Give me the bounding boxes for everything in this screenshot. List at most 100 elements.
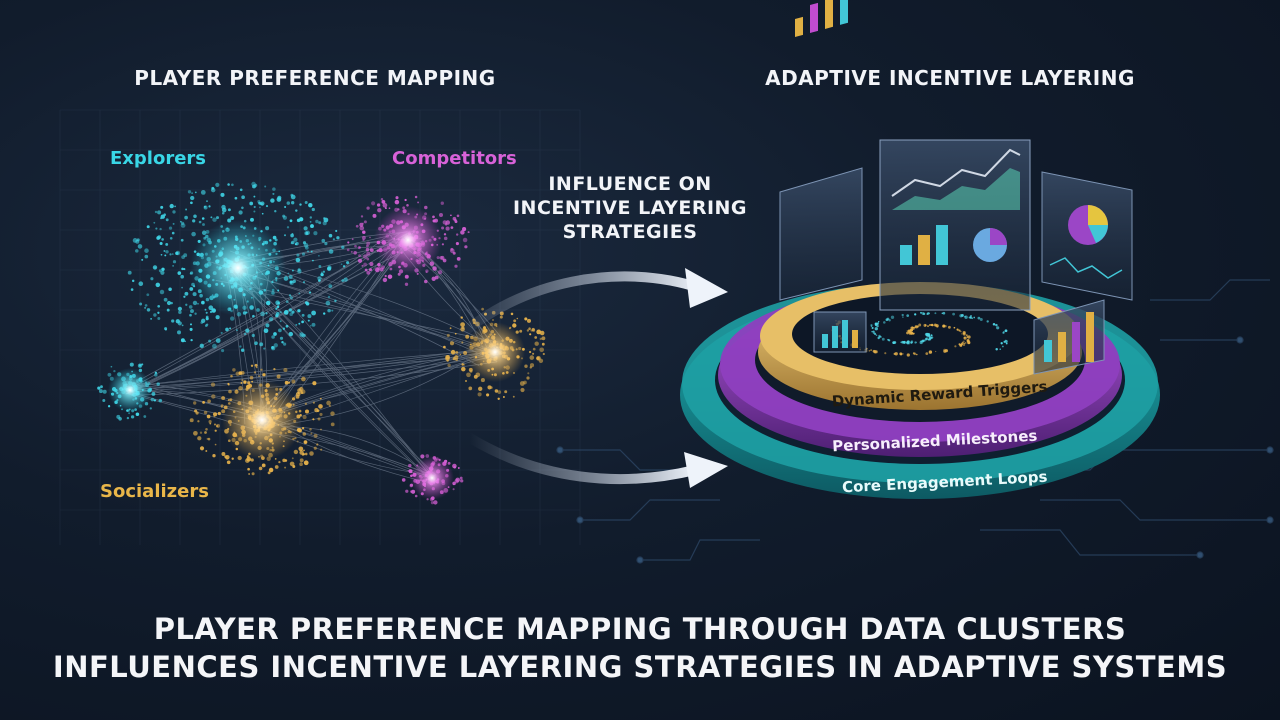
particle-dot	[284, 206, 287, 208]
particle-dot	[529, 333, 532, 336]
particle-dot	[210, 216, 213, 219]
particle-dot	[408, 463, 412, 468]
particle-dot	[377, 263, 381, 267]
particle-dot	[309, 216, 313, 219]
particle-dot	[190, 338, 193, 342]
particle-dot	[404, 282, 409, 286]
particle-dot	[159, 227, 162, 231]
particle-dot	[149, 407, 152, 410]
particle-dot	[199, 446, 205, 451]
particle-dot	[213, 423, 217, 426]
particle-dot	[324, 242, 328, 246]
particle-dot	[180, 221, 185, 226]
particle-dot	[289, 312, 293, 316]
particle-dot	[397, 272, 401, 276]
particle-dot	[320, 271, 323, 274]
particle-dot	[434, 275, 439, 280]
particle-dot	[481, 307, 484, 311]
particle-dot	[190, 195, 195, 201]
particle-dot	[298, 446, 304, 452]
particle-dot	[502, 396, 505, 398]
particle-dot	[319, 397, 322, 400]
particle-dot	[539, 347, 545, 353]
particle-dot	[299, 203, 302, 206]
swirl-dot	[942, 324, 946, 328]
right-panel-heading: ADAPTIVE INCENTIVE LAYERING	[765, 66, 1135, 90]
particle-dot	[303, 243, 309, 248]
particle-dot	[289, 219, 293, 223]
swirl-dot	[899, 352, 903, 356]
particle-dot	[221, 212, 225, 215]
particle-dot	[184, 291, 189, 296]
particle-dot	[362, 238, 365, 242]
particle-dot	[327, 295, 331, 299]
particle-dot	[450, 226, 454, 229]
particle-dot	[350, 250, 353, 253]
particle-dot	[180, 274, 184, 279]
particle-dot	[355, 224, 359, 228]
particle-dot	[185, 303, 188, 306]
particle-dot	[181, 286, 183, 289]
particle-dot	[311, 207, 315, 212]
particle-dot	[153, 399, 157, 402]
swirl-dot	[1000, 342, 1003, 345]
particle-dot	[301, 320, 304, 324]
particle-dot	[164, 328, 167, 331]
particle-dot	[225, 455, 230, 460]
swirl-dot	[877, 321, 879, 324]
particle-dot	[524, 317, 528, 321]
particle-dot	[384, 207, 387, 210]
particle-dot	[527, 372, 530, 375]
particle-dot	[461, 341, 464, 344]
particle-dot	[380, 197, 384, 201]
particle-dot	[357, 246, 361, 250]
particle-dot	[254, 363, 258, 367]
particle-dot	[184, 215, 188, 220]
particle-dot	[113, 369, 116, 373]
particle-dot	[192, 219, 196, 223]
particle-dot	[211, 394, 216, 399]
particle-dot	[265, 205, 269, 208]
particle-dot	[221, 452, 226, 456]
particle-dot	[204, 324, 208, 327]
particle-dot	[438, 270, 443, 275]
particle-dot	[516, 317, 519, 320]
particle-dot	[200, 190, 206, 195]
swirl-dot	[930, 336, 934, 339]
particle-dot	[185, 208, 188, 211]
particle-dot	[202, 223, 205, 226]
swirl-dot	[871, 326, 874, 330]
particle-dot	[278, 328, 282, 333]
particle-dot	[205, 317, 209, 321]
particle-dot	[318, 279, 321, 282]
particle-dot	[289, 280, 294, 286]
swirl-dot	[1002, 345, 1004, 348]
particle-dot	[215, 423, 221, 428]
particle-dot	[286, 226, 290, 229]
particle-dot	[144, 306, 147, 309]
particle-dot	[497, 390, 502, 394]
particle-dot	[311, 322, 316, 327]
particle-dot	[455, 351, 459, 354]
dashboard-panel-left	[779, 0, 863, 301]
connection-line	[131, 361, 498, 396]
particle-dot	[188, 305, 193, 309]
particle-dot	[146, 308, 151, 312]
swirl-dot	[925, 337, 928, 341]
swirl-dot	[871, 330, 873, 333]
circuit-traces	[556, 279, 1274, 564]
particle-dot	[160, 214, 165, 219]
particle-dot	[504, 390, 508, 394]
particle-dot	[272, 187, 276, 191]
particle-dot	[250, 217, 254, 222]
particle-dot	[526, 318, 532, 323]
particle-dot	[138, 364, 142, 367]
particle-dot	[278, 460, 281, 464]
particle-dot	[320, 428, 322, 431]
swirl-dot	[916, 353, 918, 356]
particle-dot	[204, 308, 207, 311]
particle-dot	[183, 253, 188, 258]
particle-dot	[220, 192, 225, 197]
particle-dot	[208, 205, 211, 208]
particle-dot	[351, 238, 354, 241]
